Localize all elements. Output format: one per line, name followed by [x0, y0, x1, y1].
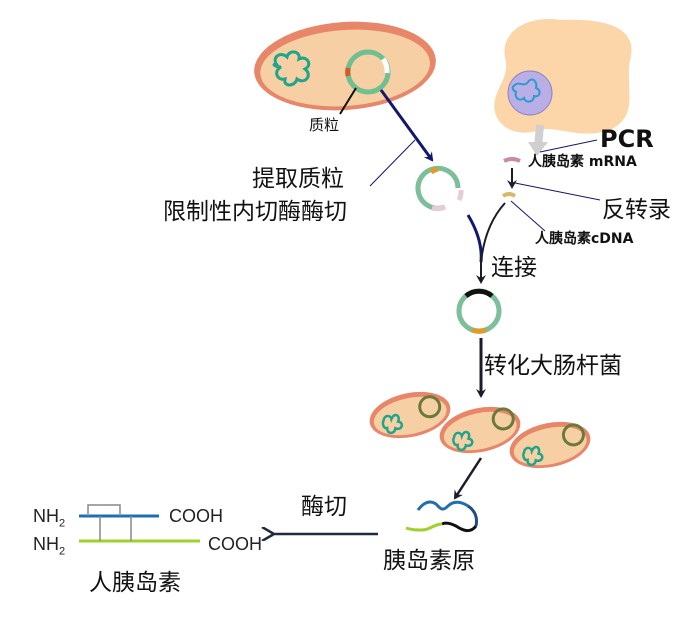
ligation-label: 连接: [491, 255, 537, 281]
extract-arrow: [379, 89, 434, 162]
insulin-structure: [79, 504, 200, 543]
mrna-label: 人胰岛素 mRNA: [528, 154, 637, 170]
enzyme-cut-label: 酶切: [301, 494, 347, 520]
plasmid-pointer-line: [339, 87, 357, 115]
insulin-label: 人胰岛素: [89, 570, 181, 596]
human-cell: [494, 19, 632, 134]
chain-a-c-terminus: COOH: [169, 506, 223, 526]
pcr-label: PCR: [600, 125, 654, 153]
restriction-cut-label: 限制性内切酶酶切: [163, 199, 347, 225]
nucleus: [507, 70, 553, 116]
transform-label: 转化大肠杆菌: [484, 353, 622, 379]
mrna-fragment: [503, 157, 521, 163]
reverse-transcription-label: 反转录: [602, 197, 671, 223]
ecoli-3: [509, 421, 591, 469]
cdna-to-ligation-curve: [480, 202, 506, 263]
reverse-transcription-pointer: [514, 182, 601, 201]
expression-arrow: [453, 457, 483, 500]
chain-a-n-term-text: NH: [33, 506, 59, 526]
plasmid-label: 质粒: [309, 116, 340, 134]
chain-a-n-terminus: NH2: [33, 507, 65, 530]
bacterial-chromosome: [272, 50, 311, 87]
chain-b-c-terminus: COOH: [208, 534, 262, 554]
chain-b-n-terminus: NH2: [33, 535, 65, 558]
chain-a-n-subscript: 2: [59, 517, 66, 530]
cdna-label: 人胰岛素cDNA: [535, 231, 634, 247]
source-bacterium: [254, 21, 436, 111]
extract-label-pointer: [369, 139, 416, 187]
ecoli-2: [439, 406, 521, 454]
extract-plasmid-label: 提取质粒: [252, 166, 344, 192]
cut-plasmid: [415, 165, 464, 212]
chain-b-n-term-text: NH: [33, 534, 59, 554]
plasmid-to-ligation-curve: [466, 214, 483, 263]
recombinant-plasmid: [456, 288, 502, 334]
ecoli-1: [369, 391, 451, 439]
chain-b-n-subscript: 2: [59, 545, 66, 558]
pcr-pointer-line: [539, 139, 598, 153]
disulfide-intrachain: [87, 504, 121, 516]
proinsulin-label: 胰岛素原: [383, 548, 475, 574]
cdna-fragment: [501, 192, 517, 198]
proinsulin-chain: [405, 500, 478, 533]
cdna-pointer-line: [510, 200, 546, 232]
